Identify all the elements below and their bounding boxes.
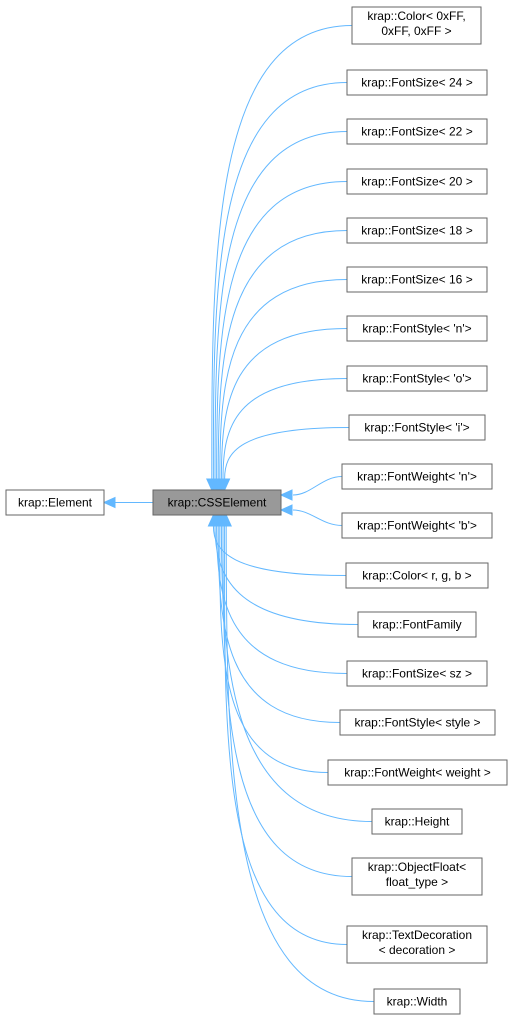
class-node-derived-box <box>346 925 488 964</box>
class-node-derived-label: krap::FontSize< 24 > <box>361 76 472 90</box>
inheritance-edge <box>206 25 353 492</box>
class-node-derived-label: krap::FontSize< 18 > <box>361 224 472 238</box>
class-node-derived-box <box>357 611 477 638</box>
inheritance-edge <box>279 476 343 501</box>
class-node-derived-box <box>346 217 488 244</box>
class-node-derived-label: krap::Height <box>385 815 450 829</box>
class-node-derived[interactable]: krap::Width <box>373 988 461 1015</box>
class-node-derived-box <box>346 315 488 342</box>
class-node-csselement-label: krap::CSSElement <box>168 496 267 510</box>
class-node-derived-box <box>346 365 488 392</box>
inheritance-edge <box>214 513 329 773</box>
class-node-derived[interactable]: krap::FontStyle< 'o'> <box>346 365 488 392</box>
class-node-derived-box <box>351 857 483 896</box>
class-node-derived-label: krap::ObjectFloat< <box>368 860 466 874</box>
class-node-derived[interactable]: krap::FontSize< 24 > <box>346 69 488 96</box>
class-node-derived-box <box>346 266 488 293</box>
class-node-derived-label: krap::FontSize< sz > <box>362 667 472 681</box>
class-node-csselement-box <box>152 489 282 516</box>
inheritance-edge <box>217 513 353 877</box>
class-node-derived-box <box>345 562 489 589</box>
inheritance-edge <box>218 427 350 492</box>
class-node-derived[interactable]: krap::FontSize< 16 > <box>346 266 488 293</box>
class-node-element-label: krap::Element <box>18 496 93 510</box>
class-node-derived-box <box>373 988 461 1015</box>
edges-layer <box>102 25 375 1002</box>
class-node-derived-box <box>346 660 488 687</box>
inheritance-edge <box>279 504 343 526</box>
class-node-derived-label: krap::FontSize< 22 > <box>361 125 472 139</box>
class-node-derived[interactable]: krap::Color< 0xFF,0xFF, 0xFF > <box>351 6 482 45</box>
class-node-derived[interactable]: krap::FontWeight< weight > <box>327 759 508 786</box>
class-node-derived-box <box>327 759 508 786</box>
class-node-derived-label: float_type > <box>386 875 448 889</box>
class-node-derived-box <box>341 463 493 490</box>
class-node-derived[interactable]: krap::FontStyle< style > <box>339 709 496 736</box>
class-node-derived-label: krap::Width <box>387 995 448 1009</box>
class-node-derived-label: krap::FontWeight< 'b'> <box>357 519 477 533</box>
class-node-derived[interactable]: krap::ObjectFloat<float_type > <box>351 857 483 896</box>
class-node-derived-label: < decoration > <box>379 943 456 957</box>
class-node-element[interactable]: krap::Element <box>5 489 105 516</box>
class-node-derived-box <box>346 168 488 195</box>
class-node-derived[interactable]: krap::FontFamily <box>357 611 477 638</box>
class-node-derived-label: krap::Color< r, g, b > <box>362 569 471 583</box>
class-node-derived-label: krap::TextDecoration <box>362 928 472 942</box>
inheritance-edge <box>210 513 348 674</box>
class-node-derived[interactable]: krap::FontWeight< 'n'> <box>341 463 493 490</box>
class-node-derived-label: krap::FontSize< 16 > <box>361 273 472 287</box>
class-node-derived-label: 0xFF, 0xFF > <box>381 24 451 38</box>
inheritance-edge <box>209 513 359 625</box>
inheritance-edge <box>218 513 348 945</box>
class-node-derived-label: krap::FontWeight< 'n'> <box>357 470 477 484</box>
class-node-derived-box <box>346 69 488 96</box>
class-node-derived-box <box>339 709 496 736</box>
inheritance-edge <box>220 513 375 1002</box>
class-node-derived-label: krap::FontStyle< style > <box>354 716 480 730</box>
inheritance-edge <box>212 230 348 492</box>
class-node-derived-label: krap::Color< 0xFF, <box>367 9 465 23</box>
class-node-derived-label: krap::FontStyle< 'i'> <box>364 421 469 435</box>
class-node-derived-label: krap::FontSize< 20 > <box>361 175 472 189</box>
inheritance-edge <box>217 378 348 492</box>
class-node-derived[interactable]: krap::FontWeight< 'b'> <box>341 512 493 539</box>
class-node-derived-label: krap::FontStyle< 'n'> <box>362 322 471 336</box>
class-node-derived-box <box>371 808 463 835</box>
class-node-derived-box <box>346 118 488 145</box>
class-node-derived[interactable]: krap::FontSize< 18 > <box>346 217 488 244</box>
class-node-derived-box <box>341 512 493 539</box>
inheritance-edge <box>102 496 153 509</box>
class-node-derived[interactable]: krap::FontSize< 22 > <box>346 118 488 145</box>
class-node-derived[interactable]: krap::FontStyle< 'i'> <box>348 414 486 441</box>
class-node-derived-label: krap::FontWeight< weight > <box>344 766 491 780</box>
class-node-derived-box <box>348 414 486 441</box>
class-node-derived[interactable]: krap::Color< r, g, b > <box>345 562 489 589</box>
class-node-csselement[interactable]: krap::CSSElement <box>152 489 282 516</box>
class-node-derived[interactable]: krap::Height <box>371 808 463 835</box>
inheritance-edge <box>207 82 348 492</box>
class-node-derived-box <box>351 6 482 45</box>
class-node-derived-label: krap::FontFamily <box>372 618 461 632</box>
class-node-element-box <box>5 489 105 516</box>
class-node-derived-label: krap::FontStyle< 'o'> <box>362 372 471 386</box>
inheritance-edge <box>210 181 348 492</box>
class-node-derived[interactable]: krap::FontStyle< 'n'> <box>346 315 488 342</box>
inheritance-edge <box>209 131 348 492</box>
inheritance-edge <box>215 328 348 492</box>
class-node-derived[interactable]: krap::FontSize< 20 > <box>346 168 488 195</box>
class-node-derived[interactable]: krap::FontSize< sz > <box>346 660 488 687</box>
class-node-derived[interactable]: krap::TextDecoration< decoration > <box>346 925 488 964</box>
